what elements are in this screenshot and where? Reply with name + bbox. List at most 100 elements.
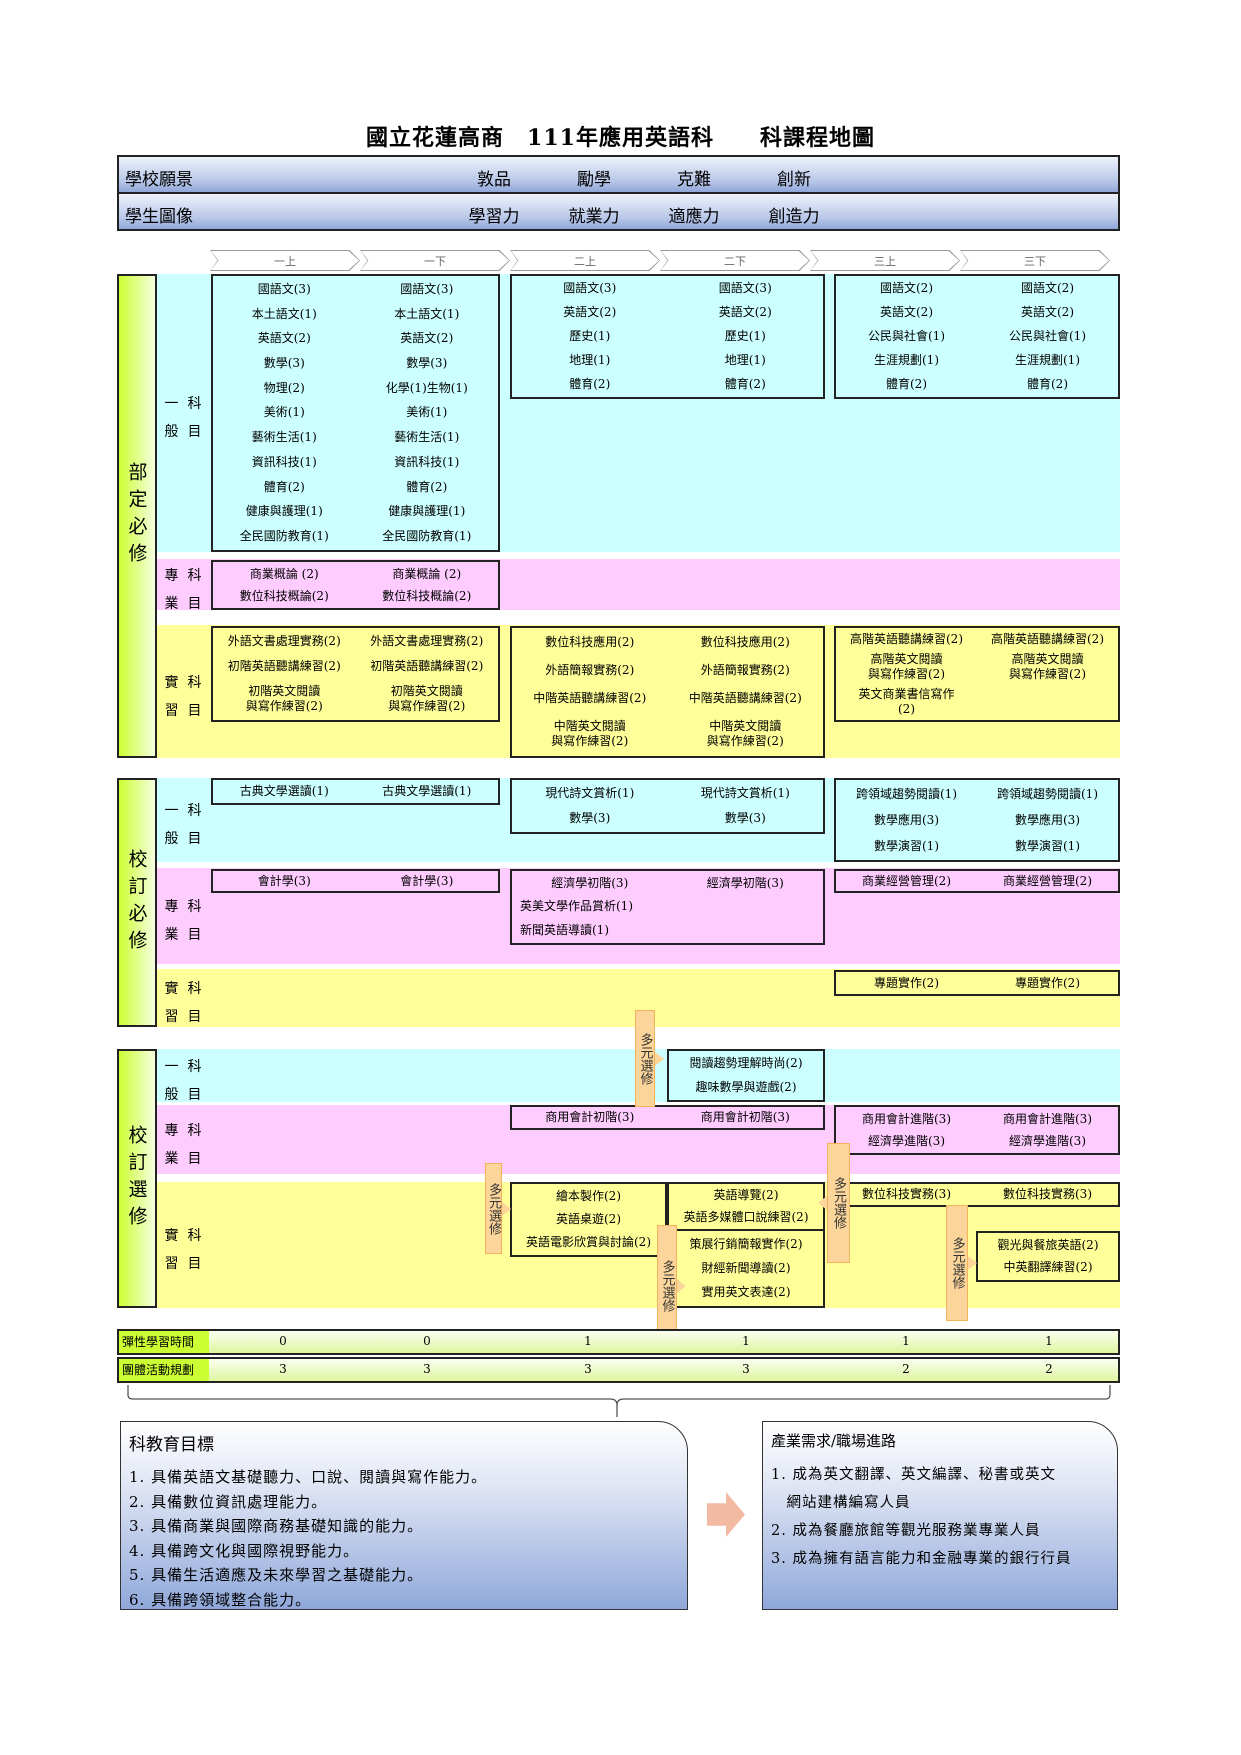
category-label-char: 目: [187, 1256, 202, 1272]
course-item: 繪本製作(2): [556, 1189, 621, 1203]
course-row: 閱讀趨勢理解時尚(2): [669, 1056, 823, 1071]
category-label-char: 目: [187, 595, 202, 612]
course-item: 外語簡報實務(2): [700, 663, 790, 678]
course-row: 數學(3) 數學(3): [512, 811, 823, 826]
course-item: 化學(1)生物(1): [385, 380, 468, 395]
course-item: 地理(1): [569, 352, 611, 367]
school-vision-row: 學校願景 敦品勵學克難創新: [117, 155, 1120, 193]
course-item: 實用英文表達(2): [701, 1285, 791, 1300]
course-row: 公民與社會(1)公民與社會(1): [836, 329, 1118, 344]
arrow-right-icon: [968, 1256, 977, 1270]
course-item: 初階英語聽講練習(2): [370, 659, 484, 673]
summary-value: 3: [279, 1362, 287, 1376]
course-row: 現代詩文賞析(1)現代詩文賞析(1): [512, 786, 823, 801]
course-row: 數學(3)數學(3): [213, 356, 498, 371]
section-label: 校訂必修: [117, 778, 157, 1027]
semester-chevron: 三上: [811, 251, 959, 270]
course-item: 英語電影欣賞與討論(2): [526, 1235, 651, 1249]
course-row: 本土語文(1)本土語文(1): [213, 307, 498, 322]
course-item: 商業概論 (2): [249, 566, 319, 581]
course-item: 中英翻譯練習(2): [1003, 1260, 1093, 1275]
course-item: 資訊科技(1): [251, 454, 317, 469]
course-item: 國語文(2): [1021, 281, 1074, 296]
course-row: 英語文(2)英語文(2): [836, 305, 1118, 320]
category-label-char: 科: [187, 1058, 202, 1075]
goal-item: 6. 具備跨領域整合能力。: [129, 1590, 312, 1609]
course-item: 英語文(2): [718, 305, 772, 320]
course-row: 商用會計進階(3)商用會計進階(3): [836, 1112, 1118, 1127]
course-row: 英文商業書信寫作 (2): [836, 687, 1118, 717]
course-item: 商業經營管理(2): [1003, 873, 1092, 888]
course-item: 生涯規劃(1): [874, 352, 939, 367]
right-arrow-icon: [707, 1492, 745, 1537]
goal-item: 3. 具備商業與國際商務基礎知識的能力。: [129, 1517, 424, 1535]
course-item: 英美文學作品賞析(1): [520, 899, 633, 914]
category-label-char: 目: [187, 831, 202, 847]
multi-elective-tag: 多元選修: [485, 1163, 502, 1254]
course-row: 數學應用(3)數學應用(3): [836, 813, 1118, 828]
course-item: [609, 923, 823, 938]
category-label-char: 習: [164, 702, 179, 719]
course-item: 商用會計初階(3): [545, 1110, 635, 1124]
course-item: 數學(3): [724, 811, 766, 825]
course-item: 體育(2): [724, 376, 766, 391]
goal-item: 2. 具備數位資訊處理能力。: [129, 1492, 328, 1511]
summary-value: 2: [902, 1362, 910, 1376]
category-label-char: 目: [187, 927, 202, 943]
category-label-char: 科: [187, 1228, 202, 1244]
category-label: 實科習目: [160, 1225, 206, 1273]
semester-chevron: 三下: [961, 251, 1109, 270]
vision-value: 勵學: [577, 170, 611, 190]
course-row: 全民國防教育(1)全民國防教育(1): [213, 529, 498, 544]
category-label-char: 般: [164, 1086, 179, 1103]
course-item: 美術(1): [406, 405, 448, 420]
course-row: 商用會計初階(3)商用會計初階(3): [512, 1110, 823, 1125]
education-goals-box: 科教育目標 1. 具備英語文基礎聽力、口說、閱讀與寫作能力。 2. 具備數位資訊…: [120, 1421, 688, 1610]
course-row: 物理(2)化學(1)生物(1): [213, 381, 498, 396]
category-label-char: 習: [164, 1009, 179, 1025]
course-row: 經濟學初階(3)經濟學初階(3): [512, 876, 823, 891]
course-item: 數學(3): [569, 811, 611, 825]
category-label: 專科業目: [160, 1120, 206, 1168]
course-item: 數學(3): [406, 356, 448, 371]
course-item: 健康與護理(1): [245, 504, 323, 519]
course-item: 新聞英語導讀(1): [520, 922, 609, 937]
arrow-right-icon: [655, 1051, 664, 1066]
course-item: 專題實作(2): [874, 975, 939, 990]
course-box: 觀光與餐旅英語(2)中英翻譯練習(2): [976, 1231, 1120, 1282]
course-item: 生涯規劃(1): [1015, 352, 1080, 367]
course-row: 初階英文閱讀 與寫作練習(2)初階英文閱讀 與寫作練習(2): [213, 684, 498, 714]
course-row: 數學演習(1)數學演習(1): [836, 839, 1118, 854]
category-label-char: 科: [187, 567, 202, 584]
course-item: 健康與護理(1): [388, 504, 466, 519]
course-item: 公民與社會(1): [868, 328, 945, 343]
course-box: 高階英語聽講練習(2)高階英語聽講練習(2)高階英文閱讀 與寫作練習(2)高階英…: [834, 626, 1120, 722]
course-row: 古典文學選讀(1)古典文學選讀(1): [213, 784, 498, 799]
portrait-value: 學習力: [468, 207, 520, 227]
category-label-char: 業: [164, 927, 179, 943]
school-vision-label: 學校願景: [125, 170, 193, 190]
course-item: 中階英文閱讀 與寫作練習(2): [706, 718, 784, 748]
course-item: 體育(2): [1027, 376, 1068, 391]
arrow-right-icon: [677, 1279, 686, 1293]
summary-value: 1: [742, 1334, 750, 1348]
course-box: 會計學(3)會計學(3): [211, 869, 500, 893]
career-paths-heading: 產業需求/職場進路: [771, 1432, 897, 1450]
course-item: 中階英文閱讀 與寫作練習(2): [551, 718, 629, 748]
category-label-char: 科: [187, 803, 202, 819]
course-item: 閱讀趨勢理解時尚(2): [689, 1056, 803, 1071]
course-item: 體育(2): [263, 479, 305, 494]
course-item: 經濟學進階(3): [868, 1133, 945, 1148]
course-row: 體育(2)體育(2): [512, 377, 823, 392]
course-item: 數學演習(1): [1015, 838, 1080, 853]
course-item: 初階英語聽講練習(2): [227, 659, 341, 673]
course-item: 歷史(1): [569, 328, 611, 343]
course-item: 專題實作(2): [1015, 975, 1080, 990]
category-label-char: 目: [187, 1086, 202, 1103]
category-label: 一科般目: [160, 393, 206, 441]
course-row: 健康與護理(1) 健康與護理(1): [213, 504, 498, 519]
category-label-char: 一: [164, 1058, 179, 1075]
course-item: 會計學(3): [257, 873, 311, 888]
course-box: 英語導覽(2)英語多媒體口說練習(2): [667, 1182, 825, 1231]
summary-value: 0: [279, 1334, 287, 1348]
